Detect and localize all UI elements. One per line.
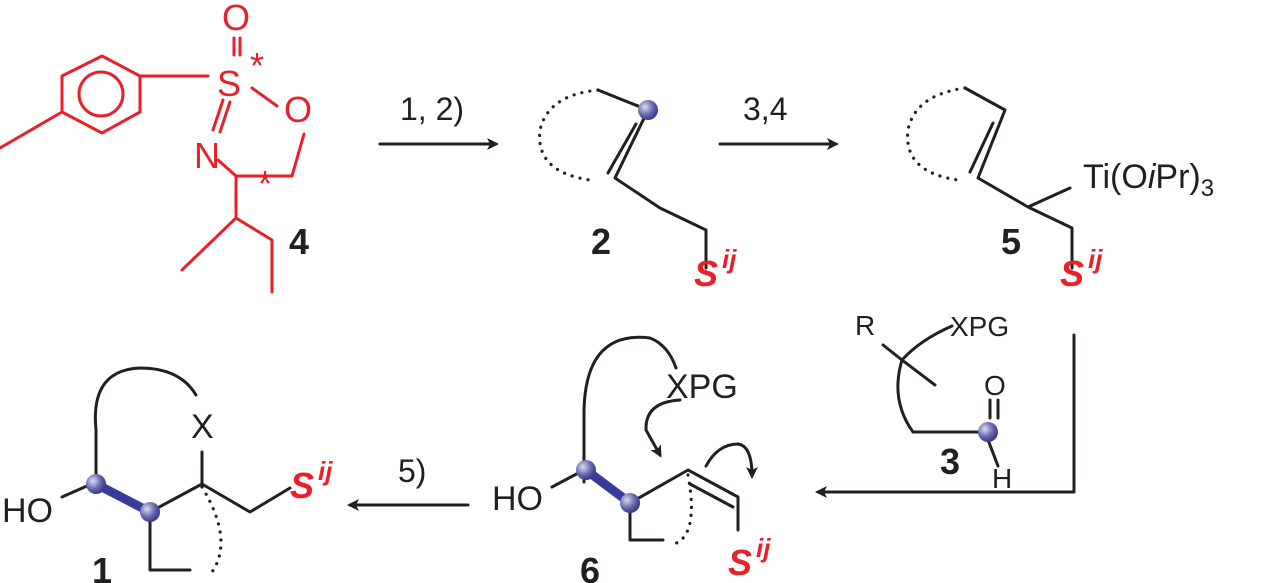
compound-1-structure bbox=[60, 366, 292, 574]
atom-X: X bbox=[191, 408, 214, 446]
atom-R: R bbox=[855, 310, 875, 341]
compound-label-2: 2 bbox=[591, 221, 611, 262]
compound-label-6: 6 bbox=[580, 550, 600, 583]
xpg-label-6: XPG bbox=[666, 368, 738, 406]
si-S-2: S bbox=[694, 253, 718, 294]
si-S-5: S bbox=[1060, 253, 1084, 294]
hydroxyl-1: HO bbox=[2, 492, 53, 530]
compound-2-structure bbox=[538, 88, 708, 270]
si-sup-2: ij bbox=[722, 244, 737, 274]
compound-label-1: 1 bbox=[92, 550, 112, 583]
compound-label-3: 3 bbox=[940, 441, 960, 482]
stereo-star-C: * bbox=[258, 163, 272, 204]
si-S-6: S bbox=[728, 542, 752, 583]
stereo-star-S: * bbox=[250, 45, 264, 86]
atom-O-aldehyde: O bbox=[984, 370, 1006, 401]
si-S-1: S bbox=[290, 465, 314, 506]
si-sup-5: ij bbox=[1088, 244, 1103, 274]
compound-3-structure bbox=[881, 324, 1000, 468]
xpg-label-3: XPG bbox=[950, 311, 1009, 342]
compound-label-5: 5 bbox=[1001, 221, 1021, 262]
compound-4-structure bbox=[0, 36, 306, 294]
compound-6-structure bbox=[550, 335, 758, 547]
atom-S: S bbox=[217, 63, 241, 104]
compound-5-structure bbox=[906, 86, 1074, 270]
si-sup-1: ij bbox=[318, 456, 333, 486]
hydroxyl-6: HO bbox=[492, 480, 543, 518]
titanium-label: Ti(OiPr)3 bbox=[1083, 158, 1214, 202]
atom-N: N bbox=[194, 135, 220, 176]
step-label-3-4: 3,4 bbox=[743, 91, 787, 127]
compound-label-4: 4 bbox=[289, 221, 309, 262]
step-label-5: 5) bbox=[398, 453, 426, 489]
step-label-1-2: 1, 2) bbox=[400, 91, 464, 127]
atom-H-aldehyde: H bbox=[992, 463, 1012, 494]
si-sup-6: ij bbox=[756, 533, 771, 563]
atom-O-ring: O bbox=[284, 89, 312, 130]
atom-O-sulfonyl: O bbox=[222, 0, 250, 38]
reaction-arrow-3 bbox=[815, 333, 1076, 498]
